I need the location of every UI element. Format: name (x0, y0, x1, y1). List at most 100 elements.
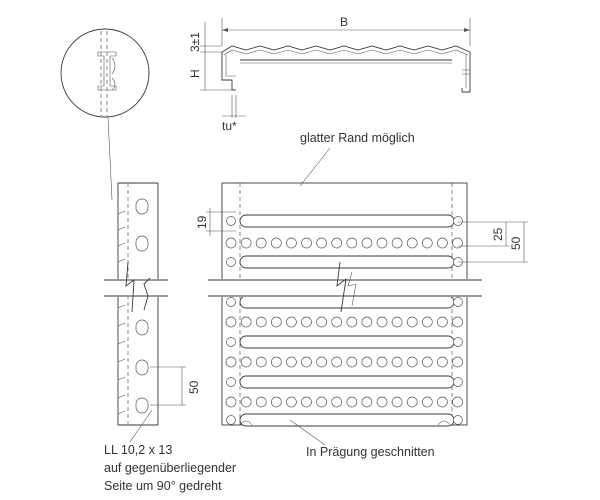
perforation-hole (406, 316, 418, 328)
edge-hole (453, 337, 463, 347)
perforation-hole (437, 316, 448, 328)
perforation-hole (316, 316, 327, 328)
perforation-hole (361, 396, 373, 408)
dim-b: B (340, 15, 348, 29)
edge-hole (226, 297, 236, 307)
emboss-slot (239, 214, 455, 228)
perforation-hole (437, 356, 448, 368)
perforation-hole (376, 356, 388, 368)
perforation-hole (270, 316, 282, 328)
perforation-hole (255, 356, 267, 368)
perforation-hole (361, 237, 373, 249)
perforation-hole (286, 316, 297, 328)
dim-19: 19 (195, 215, 209, 229)
perforation-hole (421, 356, 433, 368)
plan-view (208, 182, 482, 427)
perforation-hole (421, 396, 433, 408)
perforation-hole (391, 316, 403, 328)
perforation-hole (331, 356, 343, 368)
dim-h: H (188, 69, 202, 78)
perforation-hole (361, 316, 373, 328)
emboss-slot (239, 295, 455, 309)
perforation-hole (225, 356, 237, 368)
emboss-slot (239, 255, 455, 269)
perforation-hole (421, 237, 433, 249)
perforation-hole (331, 316, 343, 328)
perforation-hole (391, 396, 403, 408)
perforation-hole (270, 396, 282, 408)
note-ll-leader (129, 409, 153, 443)
edge-hole (453, 297, 463, 307)
note-ll-line1: LL 10,2 x 13 (104, 443, 172, 457)
note-cut: In Prägung geschnitten (306, 445, 435, 459)
perforation-hole (240, 356, 252, 368)
perforation-hole (406, 237, 418, 249)
perforation-hole (452, 316, 463, 328)
dim-tu: tu* (222, 119, 237, 133)
detail-leader-line (107, 116, 113, 201)
emboss-slot (239, 413, 455, 427)
emboss-slot (239, 375, 455, 389)
perforation-hole (437, 396, 448, 408)
perforation-hole (286, 237, 297, 249)
perforation-hole (316, 356, 327, 368)
perforation-hole (301, 316, 312, 328)
perforation-hole (452, 237, 463, 249)
edge-hole (453, 216, 463, 226)
perforation-hole (225, 396, 237, 408)
note-smooth-edge-leader (299, 147, 331, 187)
perforation-hole (225, 237, 237, 249)
perforation-hole (301, 356, 312, 368)
edge-hole (453, 377, 463, 387)
edge-hole (226, 337, 236, 347)
side-view: 50 (104, 182, 201, 426)
perforation-hole (301, 396, 312, 408)
perforation-hole (437, 237, 448, 249)
detail-circle (60, 28, 150, 201)
perforation-hole (452, 356, 463, 368)
perforation-hole (346, 316, 358, 328)
dim-25: 25 (491, 227, 505, 241)
perforation-hole (240, 237, 252, 249)
perforation-hole (331, 237, 343, 249)
perforation-hole (286, 396, 297, 408)
dim-50-left: 50 (187, 380, 201, 394)
note-ll-line3: Seite um 90° gedreht (104, 479, 222, 493)
perforation-hole (391, 237, 403, 249)
plan-dimensions: 19 25 50 (195, 208, 528, 263)
edge-hole (226, 216, 236, 226)
perforation-hole (225, 316, 237, 328)
perforation-hole (255, 396, 267, 408)
perforation-hole (316, 237, 327, 249)
perforation-hole (255, 316, 267, 328)
perforation-hole (376, 396, 388, 408)
perforation-hole (346, 396, 358, 408)
perforation-hole (316, 396, 327, 408)
emboss-slot (239, 335, 455, 349)
perforation-hole (270, 356, 282, 368)
perforation-hole (255, 237, 267, 249)
edge-hole (453, 415, 463, 425)
section-profile: B 3±1 H tu* (188, 15, 471, 133)
note-smooth-edge: glatter Rand möglich (300, 131, 415, 145)
perforation-hole (286, 356, 297, 368)
perforation-hole (361, 356, 373, 368)
perforation-hole (346, 237, 358, 249)
perforation-hole (391, 356, 403, 368)
edge-hole (226, 377, 236, 387)
perforation-hole (240, 396, 252, 408)
dim-3: 3±1 (188, 32, 202, 52)
dim-50-right: 50 (509, 236, 523, 250)
perforation-hole (406, 356, 418, 368)
note-ll-line2: auf gegenüberliegender (104, 461, 236, 475)
edge-hole (226, 257, 236, 267)
perforation-hole (406, 396, 418, 408)
perforation-hole (301, 237, 312, 249)
perforation-hole (346, 356, 358, 368)
perforation-hole (421, 316, 433, 328)
perforation-hole (376, 237, 388, 249)
perforation-hole (240, 316, 252, 328)
edge-hole (226, 415, 236, 425)
note-cut-leader (289, 419, 326, 446)
